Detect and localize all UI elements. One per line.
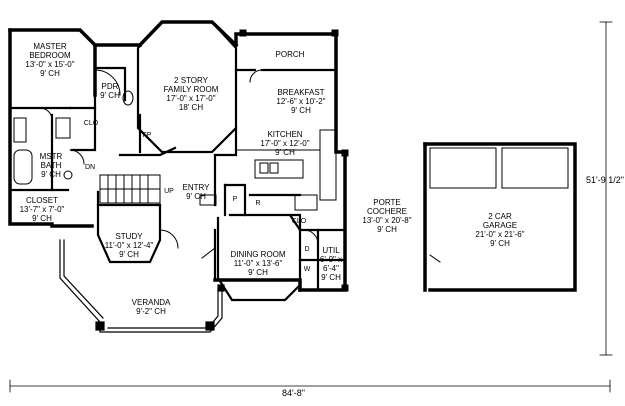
utility-closet-label: CLO xyxy=(291,218,307,225)
closet-label: CLOSET 13'-7" x 7'-0" 9' CH xyxy=(19,196,65,223)
washer-label: W xyxy=(303,266,311,273)
overall-depth-dimension: 51'-9 1/2" xyxy=(586,175,624,185)
dimension-lines xyxy=(9,21,613,393)
bath-fixtures xyxy=(13,90,134,185)
porch-label: PORCH xyxy=(275,50,305,59)
porch-posts xyxy=(239,29,349,292)
utility-label: UTIL 6'-0" x 6'-4" 9' CH xyxy=(319,246,343,282)
interior-walls xyxy=(8,20,347,302)
kitchen-cabinets xyxy=(199,129,337,211)
entry-label: ENTRY 9' CH xyxy=(182,183,210,201)
porte-cochere-label: PORTE COCHERE 13'-0" x 20'-8" 9' CH xyxy=(362,198,412,234)
stair-down-label: DN xyxy=(84,164,96,171)
stair-up-label: UP xyxy=(164,188,174,195)
master-closet-label: CLO xyxy=(83,120,99,127)
garage-label: 2 CAR GARAGE 21'-0" x 21'-6" 9' CH xyxy=(475,212,525,248)
garage-door-panels xyxy=(429,147,569,189)
veranda-label: VERANDA 9'-2" CH xyxy=(131,298,171,316)
doors xyxy=(39,69,441,263)
overall-width-dimension: 84'-8" xyxy=(282,388,305,398)
veranda-outline xyxy=(59,239,225,333)
dryer-label: D xyxy=(304,246,310,253)
family-room-label: 2 STORY FAMILY ROOM 17'-0" x 17'-0" 18' … xyxy=(163,76,219,112)
refrigerator-label: R xyxy=(255,200,261,207)
stairs xyxy=(99,174,161,204)
master-bath-label: MSTR BATH 9' CH xyxy=(39,152,63,179)
master-bedroom-label: MASTER BEDROOM 13'-0" x 15'-0" 9' CH xyxy=(25,42,75,78)
kitchen-label: KITCHEN 17'-0" x 12'-0" 9' CH xyxy=(260,130,310,157)
pantry-label: P xyxy=(232,196,238,203)
fp-label: FP xyxy=(142,132,152,139)
dining-room-label: DINING ROOM 11'-0" x 13'-6" 9' CH xyxy=(230,250,286,277)
breakfast-label: BREAKFAST 12'-6" x 10'-2" 9' CH xyxy=(276,88,326,115)
study-label: STUDY 11'-0" x 12'-4" 9' CH xyxy=(104,232,154,259)
pdr-label: PDR 9' CH xyxy=(100,82,120,100)
